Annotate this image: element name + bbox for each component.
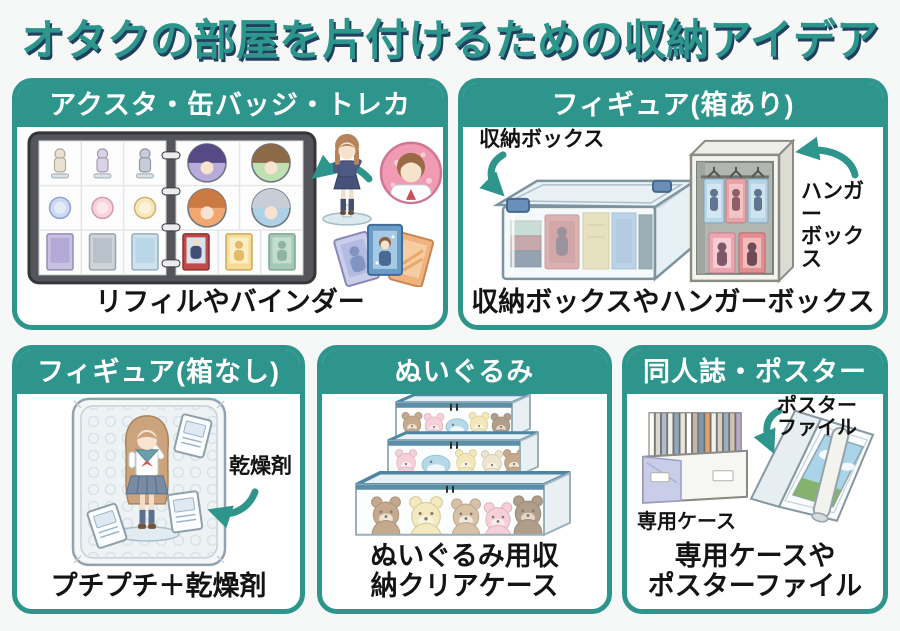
arrow-icon [207,488,259,529]
rolled-poster [811,426,850,523]
panel-header: ぬいぐるみ [322,350,607,394]
zipper-pull-icon [450,441,458,449]
case-poster-file-illustration [642,407,875,523]
sleeve-cards-right [182,233,296,271]
poster-file [749,409,875,523]
storage-hanger-box-illustration [479,136,859,284]
panel-body [322,394,607,541]
panel-caption: 専用ケースや ポスターファイル [647,540,863,601]
panel-caption: プチプチ＋乾燥剤 [50,570,267,601]
sleeve-cards-left [46,233,159,271]
plushie-clear-cases-illustration [355,394,571,537]
panel-header: アクスタ・缶バッジ・トレカ [17,83,443,127]
binder [27,131,317,285]
trading-cards [333,223,435,287]
panel-acsta-badge-treca: アクスタ・缶バッジ・トレカ [12,78,448,330]
hanger-box-label: ハンガー ボックス [801,180,864,272]
panel-body: 乾燥剤 [17,394,300,571]
panel-figures-without-box: フィギュア(箱なし) [12,345,305,614]
can-badge [379,141,443,205]
zipper-pull-icon [446,485,454,493]
binder-refill-illustration [27,131,443,287]
plushies-big-case [371,495,543,535]
panel-body: ポスター ファイル 専用ケース [627,394,883,541]
panel-caption: リフィルやバインダー [95,286,365,317]
box-clip [506,197,530,213]
panel-header: 同人誌・ポスター [627,350,883,394]
panel-body: 収納ボックス ハンガー ボックス [463,127,883,287]
storage-box [492,178,699,282]
panel-header: フィギュア(箱なし) [17,350,300,394]
panel-doujinshi-poster: 同人誌・ポスター [622,345,888,614]
box-clip [652,179,672,193]
hanging-figure-boxes [703,178,769,224]
sleeve-small-badges [48,196,157,220]
storage-box-label: 収納ボックス [479,128,605,151]
zipper-pull-icon [450,403,458,411]
panel-body [17,127,443,287]
figure-girl [114,415,180,542]
desiccant-packets [86,413,213,549]
dedicated-case-label: 専用ケース [637,511,736,533]
panel-figures-with-box: フィギュア(箱あり) [458,78,888,330]
standing-figure-boxes [708,232,766,274]
arrow-icon [795,136,859,179]
poster-file-label: ポスター ファイル [777,395,857,439]
sleeve-acrylic-stands [50,148,155,179]
plushie-cases [355,394,571,537]
acrylic-stand-figure [322,133,372,226]
panel-header: フィギュア(箱あり) [463,83,883,127]
arrow-icon [753,407,783,455]
arrow-icon [479,151,507,197]
panel-plushies: ぬいぐるみ [317,345,612,614]
panel-caption: 収納ボックスやハンガーボックス [471,286,875,317]
bubble-wrap-figure-illustration [71,397,259,567]
sleeve-big-badges [187,143,291,228]
desiccant-label: 乾燥剤 [229,455,292,478]
panel-caption: ぬいぐるみ用収 納クリアケース [370,540,559,601]
hanger-box [688,138,796,284]
doujinshi-spines [648,412,742,462]
binder-rings [161,151,181,268]
page-title: オタクの部屋を片付けるための収納アイデア [21,17,879,65]
dedicated-case [642,412,748,504]
